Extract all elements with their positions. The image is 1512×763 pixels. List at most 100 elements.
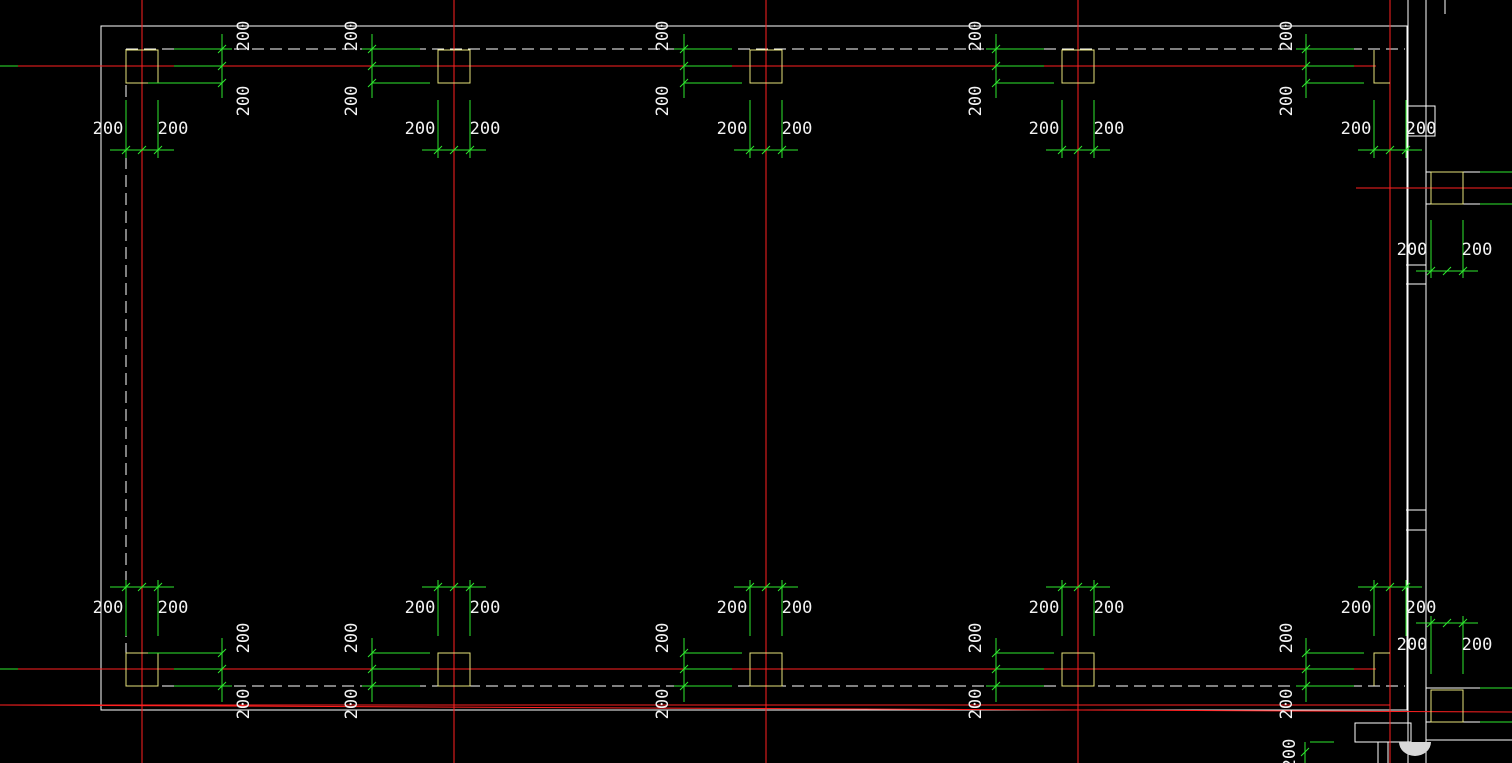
dim-tick	[1057, 582, 1067, 592]
dim-label-right: 200	[1397, 240, 1428, 260]
dim-tick	[991, 664, 1001, 674]
structural-columns	[125, 49, 1464, 723]
dim-tick	[121, 582, 131, 592]
column-bottom	[749, 652, 783, 687]
dim-tick	[1401, 145, 1411, 155]
dim-label-top-corner: 200	[1094, 119, 1125, 139]
dim-label-top-corner: 200	[717, 119, 748, 139]
dim-tick	[1385, 145, 1395, 155]
dim-tick	[449, 145, 459, 155]
dim-label-bottom-edge: 200	[1277, 689, 1297, 720]
dim-label-top-corner: 200	[1341, 119, 1372, 139]
dim-tick	[991, 44, 1001, 54]
dim-label-top-edge: 200	[342, 86, 362, 117]
dim-tick	[1369, 582, 1379, 592]
dim-tick	[367, 648, 377, 658]
dim-label-top-edge: 200	[966, 21, 986, 52]
dim-tick	[761, 582, 771, 592]
dim-tick	[1458, 266, 1468, 276]
dim-tick	[679, 681, 689, 691]
column-bottom	[1061, 652, 1095, 687]
column-right	[1430, 171, 1464, 205]
dim-tick	[1442, 618, 1452, 628]
dim-tick	[679, 78, 689, 88]
dim-tick	[1301, 78, 1311, 88]
dim-label-top-edge: 200	[966, 86, 986, 117]
dim-tick	[679, 648, 689, 658]
dim-tick	[433, 145, 443, 155]
dim-tick	[217, 664, 227, 674]
dim-label-right: 200	[1462, 240, 1493, 260]
dim-label-bottom-edge: 200	[234, 623, 254, 654]
dim-tick	[1442, 266, 1452, 276]
dim-tick	[745, 582, 755, 592]
dim-label-top-corner: 200	[782, 119, 813, 139]
dim-tick	[1301, 648, 1311, 658]
dim-label-top-edge: 200	[234, 21, 254, 52]
column-top	[125, 49, 159, 84]
dim-tick	[1426, 266, 1436, 276]
dim-tick	[367, 78, 377, 88]
dim-label-top-edge: 200	[1277, 86, 1297, 117]
dim-label-top-edge: 200	[653, 86, 673, 117]
column-top	[437, 49, 471, 84]
dim-tick	[991, 78, 1001, 88]
dim-label-top-corner: 200	[93, 119, 124, 139]
dim-label-top-edge: 200	[342, 21, 362, 52]
dim-label-bottom-edge: 200	[1277, 623, 1297, 654]
dim-tick	[761, 145, 771, 155]
dim-tick	[217, 78, 227, 88]
dim-label-top-edge: 200	[653, 21, 673, 52]
dim-tick	[1057, 145, 1067, 155]
dim-label-top-corner: 200	[405, 119, 436, 139]
dimension-annotations	[0, 34, 1512, 763]
dim-label-bottom-edge: 200	[234, 689, 254, 720]
dim-label-bottom-corner: 200	[405, 598, 436, 618]
column-bottom	[1373, 652, 1390, 686]
pipe-symbol	[1399, 742, 1431, 756]
dim-label-top-corner: 200	[1406, 119, 1437, 139]
dim-label-bottom-corner: 200	[1094, 598, 1125, 618]
column-bottom	[437, 652, 471, 687]
dim-tick	[217, 61, 227, 71]
dim-label-bottom-edge: 200	[653, 623, 673, 654]
dim-tick	[679, 44, 689, 54]
dim-label-bottom-corner: 200	[717, 598, 748, 618]
column-top	[1373, 50, 1390, 84]
axis-line-horizontal	[0, 704, 1512, 713]
dim-tick	[991, 648, 1001, 658]
wall-outlines	[100, 0, 1512, 763]
dim-tick	[777, 582, 787, 592]
dim-label-top-corner: 200	[158, 119, 189, 139]
dim-tick	[1301, 681, 1311, 691]
column-right	[1430, 689, 1464, 723]
dim-tick	[217, 681, 227, 691]
dim-tick	[1089, 582, 1099, 592]
dim-label-bottom-edge: 200	[966, 623, 986, 654]
dim-label-bottom-edge: 200	[966, 689, 986, 720]
dim-tick	[137, 145, 147, 155]
dim-tick	[367, 44, 377, 54]
dim-tick	[1089, 145, 1099, 155]
dim-label-top-corner: 200	[470, 119, 501, 139]
dim-tick	[449, 582, 459, 592]
dim-tick	[1458, 618, 1468, 628]
dim-tick	[367, 664, 377, 674]
dim-label-top-edge: 200	[234, 86, 254, 117]
dim-label-bottom-corner: 200	[1029, 598, 1060, 618]
dim-tick	[153, 582, 163, 592]
column-top	[749, 49, 783, 84]
dim-tick	[1073, 145, 1083, 155]
dim-label-bottom-edge: 200	[342, 689, 362, 720]
dim-label-bottom-corner: 200	[470, 598, 501, 618]
dim-tick	[1301, 44, 1311, 54]
dim-label-bottom-corner: 200	[1341, 598, 1372, 618]
dim-tick	[1401, 582, 1411, 592]
dim-tick	[1301, 664, 1311, 674]
column-top	[1061, 49, 1095, 84]
dim-label-top-edge: 200	[1277, 21, 1297, 52]
dim-label-right: 200	[1462, 635, 1493, 655]
dim-tick	[679, 61, 689, 71]
dim-tick	[433, 582, 443, 592]
